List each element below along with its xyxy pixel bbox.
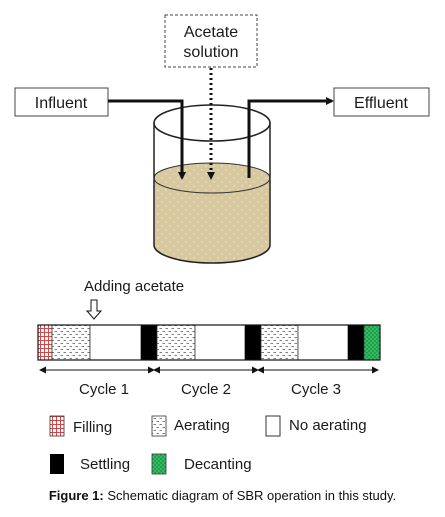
- caption-text: Schematic diagram of SBR operation in th…: [107, 488, 397, 503]
- legend-label-filling: Filling: [73, 419, 112, 436]
- segment-aerating-1: [51, 324, 91, 361]
- segment-no-aerating-1: [89, 324, 142, 361]
- influent-label: Influent: [35, 95, 88, 112]
- legend: Filling Aerating No aerating Settling De…: [49, 415, 367, 475]
- legend-swatch-decanting: [151, 453, 167, 475]
- operation-timeline: [37, 324, 381, 361]
- legend-swatch-filling: [49, 415, 65, 437]
- segment-no-aerating-2: [194, 324, 246, 361]
- influent-pipe: [108, 99, 186, 180]
- segment-filling: [37, 324, 53, 361]
- cycle-1-label: Cycle 1: [79, 381, 129, 398]
- acetate-solution-box: Acetate solution: [164, 14, 258, 68]
- legend-label-settling: Settling: [80, 456, 130, 473]
- legend-swatch-aerating: [151, 415, 167, 437]
- acetate-label-line2: solution: [183, 44, 238, 61]
- effluent-pipe: [247, 97, 334, 178]
- adding-acetate-arrow: [85, 299, 103, 320]
- segment-settling-2: [245, 325, 261, 360]
- legend-label-decanting: Decanting: [184, 456, 252, 473]
- segment-aerating-3: [260, 324, 299, 361]
- acetate-label-line1: Acetate: [184, 24, 238, 41]
- segment-settling-3: [348, 325, 364, 360]
- effluent-label: Effluent: [354, 95, 409, 112]
- legend-label-aerating: Aerating: [174, 417, 230, 434]
- influent-box: Influent: [14, 87, 109, 117]
- adding-acetate-label: Adding acetate: [84, 278, 184, 295]
- segment-settling-1: [141, 325, 157, 360]
- legend-swatch-settling: [50, 454, 64, 474]
- effluent-box: Effluent: [333, 87, 430, 117]
- cycle-3-label: Cycle 3: [291, 381, 341, 398]
- segment-no-aerating-3: [297, 324, 349, 361]
- legend-label-no-aerating: No aerating: [289, 417, 367, 434]
- segment-decanting: [363, 324, 381, 361]
- legend-swatch-no-aerating: [265, 415, 281, 437]
- caption-prefix: Figure 1:: [48, 488, 104, 503]
- cycle-2-label: Cycle 2: [181, 381, 231, 398]
- figure-caption: Figure 1: Schematic diagram of SBR opera…: [0, 488, 445, 503]
- segment-aerating-2: [156, 324, 196, 361]
